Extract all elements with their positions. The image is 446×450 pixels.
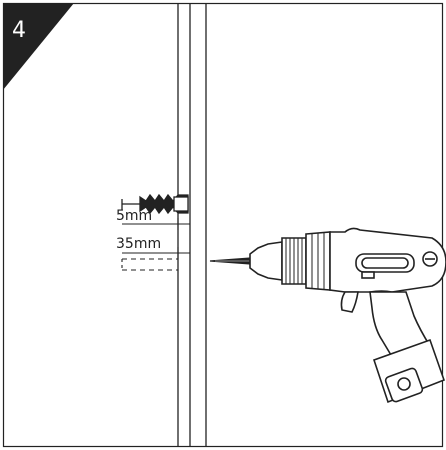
- wall-anchor-icon: [121, 193, 189, 215]
- wall: [177, 3, 207, 447]
- hole-depth-label: 35mm: [116, 236, 161, 252]
- drill-icon: [249, 227, 446, 404]
- anchor-dimension: [122, 218, 190, 230]
- step-number: 4: [12, 18, 26, 43]
- hole-dimension: [121, 247, 190, 271]
- step-badge: [3, 3, 74, 90]
- drill-bit-icon: [209, 257, 251, 265]
- anchor-length-label: 5mm: [116, 208, 152, 224]
